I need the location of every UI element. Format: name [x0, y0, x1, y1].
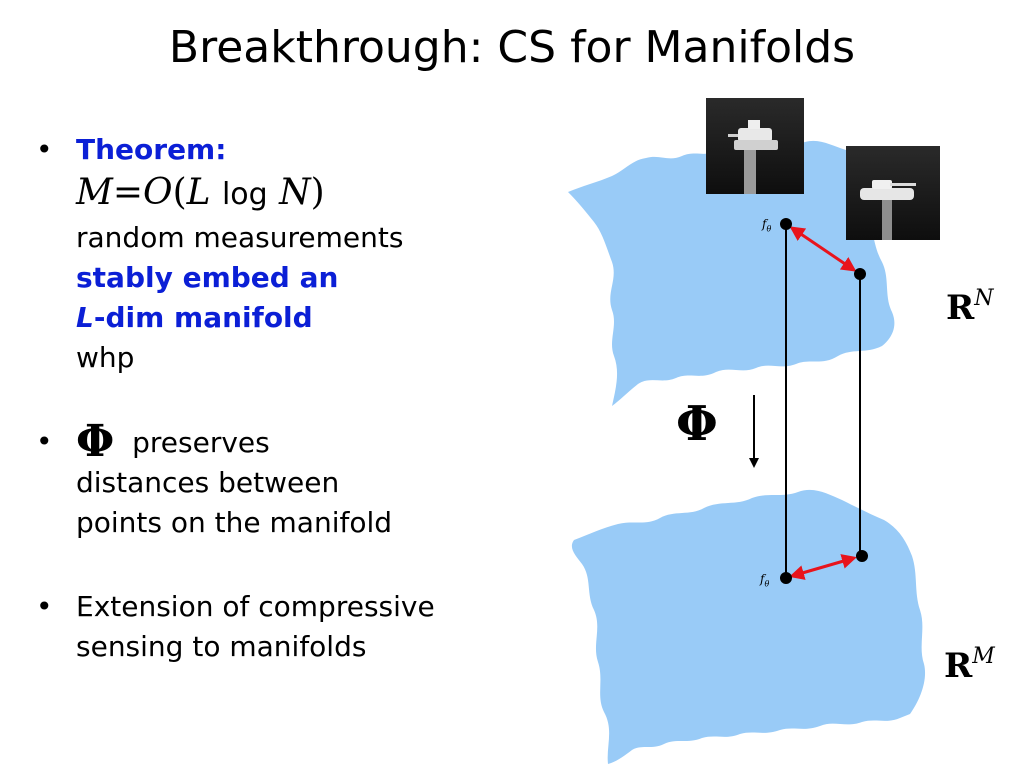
bullet-dot: • [36, 590, 53, 623]
space-upper-base: R [946, 288, 975, 328]
theorem-text-1: random measurements [76, 221, 404, 254]
space-upper-sup: N [974, 286, 994, 311]
theorem-formula: M=O(L log N) [76, 170, 536, 218]
formula-n: N [279, 172, 311, 213]
phi-text-3: points on the manifold [76, 506, 393, 539]
point-lower-left [780, 572, 792, 584]
bullet-theorem: • Theorem: M=O(L log N) random measureme… [36, 130, 536, 378]
ext-text-1: Extension of compressive [76, 590, 435, 623]
bullet-dot: • [36, 425, 53, 458]
theorem-text-3-rest: -dim manifold [93, 301, 313, 334]
theorem-label: Theorem: [76, 133, 227, 166]
phi-map-label: Φ [676, 396, 718, 452]
theorem-text-2: stably embed an [76, 261, 339, 294]
formula-eq: = [112, 172, 144, 213]
phi-text-1: preserves [132, 426, 270, 459]
theorem-l-symbol: L [76, 301, 94, 334]
lower-manifold [571, 489, 926, 764]
phi-text-2: distances between [76, 466, 340, 499]
point-upper-right [854, 268, 866, 280]
tank-image-front [706, 98, 804, 194]
space-lower-base: R [944, 646, 973, 686]
space-lower-sup: M [972, 644, 995, 669]
formula-o: O [143, 172, 173, 213]
point-label-lower: fθ [760, 572, 769, 588]
space-label-lower: RM [944, 644, 995, 686]
point-lower-right [856, 550, 868, 562]
tank-image-side [846, 146, 940, 240]
point-label-upper: fθ [762, 217, 771, 233]
formula-log: log [221, 177, 268, 212]
point-upper-left [780, 218, 792, 230]
formula-l: L [186, 172, 211, 213]
point-label-lower-base: f [760, 572, 765, 586]
slide-title: Breakthrough: CS for Manifolds [168, 22, 856, 73]
bullet-extension: • Extension of compressive sensing to ma… [36, 587, 536, 667]
upper-manifold [568, 140, 895, 406]
bullet-dot: • [36, 133, 53, 166]
bullet-list: • Theorem: M=O(L log N) random measureme… [36, 130, 536, 667]
point-label-upper-sub: θ [766, 224, 772, 234]
theorem-text-4: whp [76, 341, 135, 374]
formula-close-paren: ) [310, 172, 325, 213]
phi-symbol: Φ [76, 416, 115, 467]
phi-text-1-wrap: Φ preserves [76, 420, 536, 464]
formula-m: M [76, 172, 113, 213]
formula-open-paren: ( [172, 172, 187, 213]
point-label-lower-sub: θ [764, 579, 770, 589]
bullet-phi: • Φ preserves distances between points o… [36, 420, 536, 543]
distance-arrow-lower [789, 554, 857, 580]
ext-text-2: sensing to manifolds [76, 630, 367, 663]
point-label-upper-base: f [762, 217, 767, 231]
space-label-upper: RN [946, 286, 994, 328]
distance-arrow-upper [789, 226, 857, 272]
theorem-text-3: L-dim manifold [76, 298, 536, 338]
